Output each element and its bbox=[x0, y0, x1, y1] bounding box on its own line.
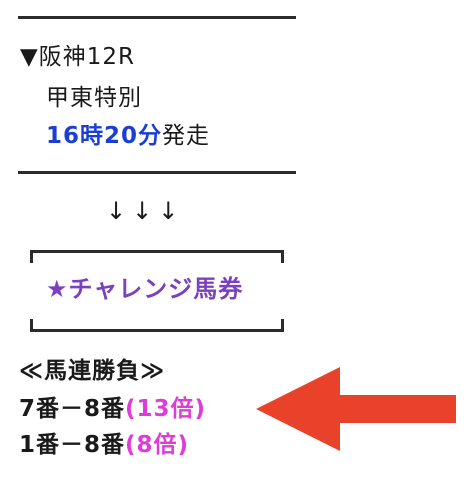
bracket-bottom-line bbox=[30, 329, 284, 332]
bet-row: 1番－8番(8倍) bbox=[19, 434, 189, 457]
left-arrow-icon bbox=[256, 367, 456, 451]
challenge-bracket bbox=[30, 250, 284, 332]
top-divider bbox=[18, 16, 296, 19]
down-arrows: ↓↓↓ bbox=[106, 197, 185, 225]
challenge-bet-label: ★チャレンジ馬券 bbox=[46, 275, 244, 303]
race-header: ▼阪神12R bbox=[20, 44, 135, 70]
race-time-value: 16時20分 bbox=[46, 123, 163, 149]
left-arrow-shape bbox=[256, 367, 456, 451]
bottom-divider bbox=[18, 171, 296, 174]
bet-combo: 1番－8番 bbox=[19, 432, 126, 458]
bet-combo: 7番－8番 bbox=[19, 396, 126, 422]
race-name: 甲東特別 bbox=[46, 85, 142, 111]
bracket-top-left-tick bbox=[30, 250, 33, 263]
bet-row: 7番－8番(13倍) bbox=[19, 398, 206, 421]
bracket-top-right-tick bbox=[281, 250, 284, 263]
bet-title: ≪馬連勝負≫ bbox=[19, 358, 166, 384]
race-time-suffix: 発走 bbox=[162, 123, 211, 149]
bracket-bottom-right-tick bbox=[281, 319, 284, 332]
bracket-top-line bbox=[30, 250, 284, 253]
bet-odds: (13倍) bbox=[125, 396, 207, 422]
bet-odds: (8倍) bbox=[125, 432, 190, 458]
bracket-bottom-left-tick bbox=[30, 319, 33, 332]
race-start-time: 16時20分発走 bbox=[46, 125, 210, 148]
